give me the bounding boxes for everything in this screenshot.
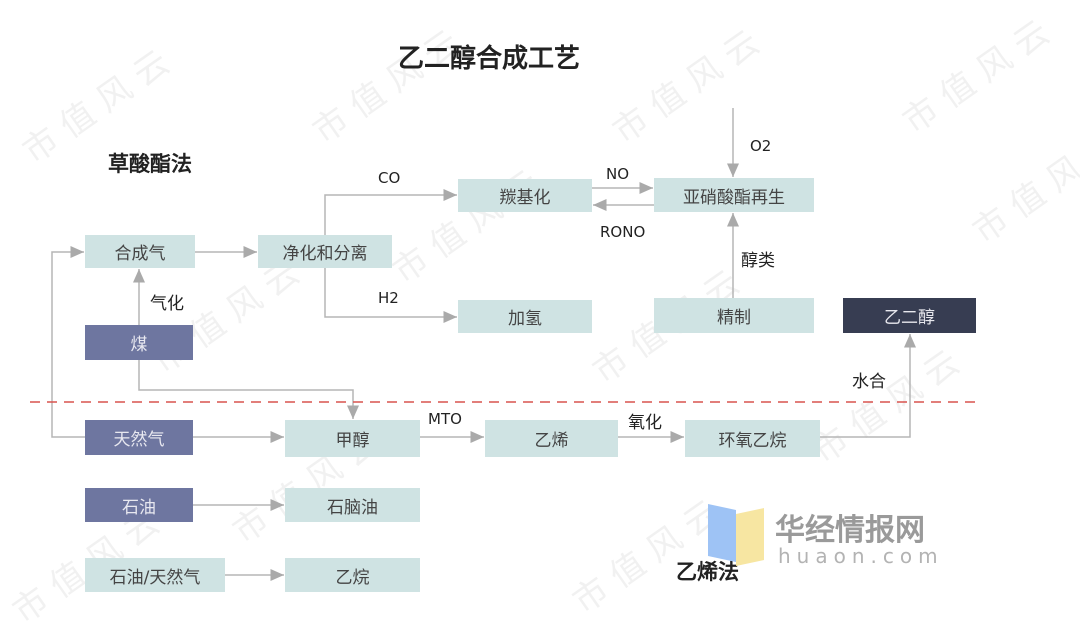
node-ethylene: 乙烯 bbox=[485, 420, 618, 457]
node-petroleum-gas: 石油/天然气 bbox=[85, 558, 225, 592]
connectors bbox=[30, 108, 975, 581]
edge-hydration bbox=[820, 334, 916, 438]
logo-name: 华经情报网 bbox=[775, 513, 925, 548]
node-methanol: 甲醇 bbox=[285, 420, 420, 457]
node-purify: 净化和分离 bbox=[258, 235, 392, 268]
logo-icon bbox=[706, 504, 768, 566]
label-o2: O2 bbox=[750, 137, 772, 155]
node-coal: 煤 bbox=[85, 325, 193, 360]
logo-url: huaon.com bbox=[778, 544, 944, 568]
label-co: CO bbox=[378, 169, 401, 187]
label-mto: MTO bbox=[428, 410, 462, 428]
node-ethane: 乙烷 bbox=[285, 558, 420, 592]
node-glycol: 乙二醇 bbox=[843, 298, 976, 333]
section-ethylene: 乙烯法 bbox=[676, 560, 739, 584]
label-rono: RONO bbox=[600, 223, 646, 241]
edge-purify-carbonylation bbox=[324, 189, 457, 235]
node-syngas: 合成气 bbox=[85, 235, 195, 268]
node-petroleum: 石油 bbox=[85, 488, 193, 522]
node-nitrite-regen: 亚硝酸酯再生 bbox=[654, 178, 814, 212]
label-oxidation: 氧化 bbox=[628, 413, 662, 433]
page-title: 乙二醇合成工艺 bbox=[398, 44, 581, 74]
edge-purify-hydrogenation bbox=[324, 268, 457, 323]
node-refine: 精制 bbox=[654, 298, 814, 333]
label-no: NO bbox=[606, 165, 630, 183]
node-carbonylation: 羰基化 bbox=[458, 179, 592, 212]
node-ethylene-oxide: 环氧乙烷 bbox=[685, 420, 820, 457]
label-alcohols: 醇类 bbox=[741, 251, 775, 271]
section-oxalate: 草酸酯法 bbox=[108, 152, 192, 176]
label-h2: H2 bbox=[378, 289, 399, 307]
node-hydrogenation: 加氢 bbox=[458, 300, 592, 333]
node-naphtha: 石脑油 bbox=[285, 488, 420, 522]
label-gasify: 气化 bbox=[150, 294, 184, 314]
edge-natgas-syngas bbox=[51, 246, 85, 438]
label-hydration: 水合 bbox=[852, 372, 886, 392]
node-natural-gas: 天然气 bbox=[85, 420, 193, 455]
edge-coal-methanol bbox=[138, 360, 359, 419]
